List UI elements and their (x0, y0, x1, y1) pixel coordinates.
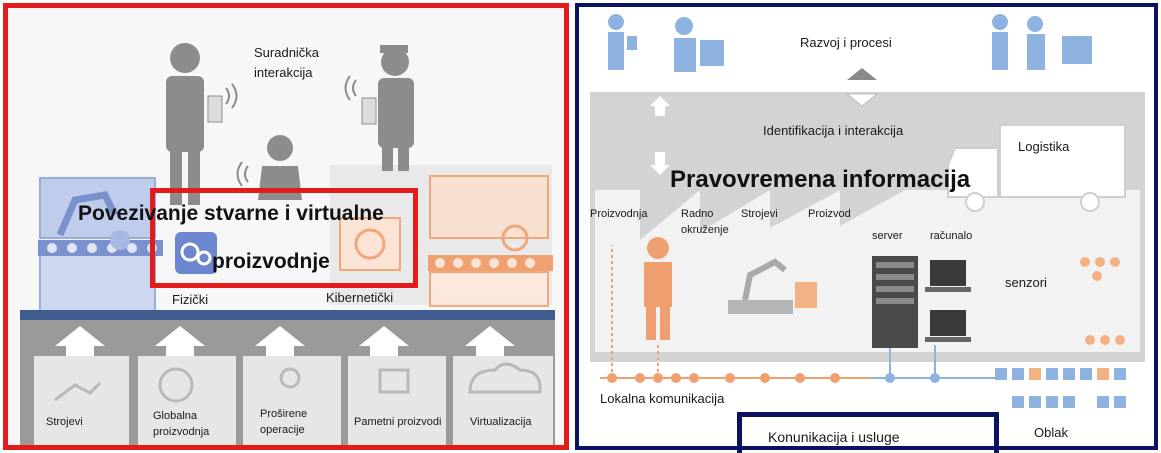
comm-services-label: Konunikacija i usluge (768, 429, 900, 445)
up-arrow-icon (650, 96, 670, 116)
computer-label: računalo (930, 230, 973, 242)
cloud-icon (468, 362, 542, 394)
center-highlight-frame (150, 188, 418, 288)
collab-label-line1: Suradnička (254, 45, 320, 60)
product-label: Proizvod (808, 208, 851, 220)
bottom-item-smart-products: Pametni proizvodi (354, 416, 442, 428)
robot-arm-icon (742, 258, 787, 301)
production-label: Proizvodnja (590, 208, 648, 220)
bottom-item-virtualization: Virtualizacija (470, 416, 532, 428)
machines-label: Strojevi (741, 208, 778, 220)
upward-arrow-icons (55, 326, 515, 360)
bottom-item-extended-line1: Proširene (260, 408, 308, 420)
product-icon (795, 282, 817, 308)
up-triangle-icon (847, 68, 877, 80)
cyber-label: Kibernetički (326, 290, 394, 305)
blue-network-line (870, 345, 1000, 383)
physical-label: Fizički (172, 292, 209, 307)
wireless-signal-icon (225, 75, 357, 187)
right-panel-frame (575, 3, 1158, 450)
down-triangle-icon (845, 93, 879, 107)
bottom-item-machines: Strojevi (46, 416, 83, 428)
bottom-item-global-line1: Globalna (153, 410, 198, 422)
services-frame (737, 412, 999, 453)
left-panel-art (4, 4, 569, 449)
operator-icon (279, 367, 301, 389)
main-title: Pravovremena informacija (670, 166, 971, 193)
server-label: server (872, 230, 903, 242)
smart-product-icon (378, 368, 410, 394)
globe-icon (158, 367, 194, 403)
bottom-item-extended-line2: operacije (260, 424, 305, 436)
bottom-item-global-line2: proizvodnja (153, 426, 210, 438)
down-arrow-icon (650, 152, 670, 175)
bottom-tiles (34, 356, 553, 446)
center-title-line1: Povezivanje stvarne i virtualne (78, 202, 384, 225)
identification-label: Identifikacija i interakcija (763, 123, 904, 138)
center-title-line2: proizvodnje (212, 250, 330, 273)
sensors-label: senzori (1005, 275, 1047, 290)
sensor-nodes-icon (1080, 257, 1125, 345)
laptop-icon (925, 260, 971, 342)
factory-sawtooth (640, 190, 905, 240)
orange-machine-icon (339, 175, 553, 307)
worker-icon (644, 237, 672, 340)
robot-arm-icon (54, 381, 102, 402)
local-comm-label: Lokalna komunikacija (600, 391, 725, 406)
factory-floor (595, 190, 1140, 352)
logistics-label: Logistika (1018, 139, 1070, 154)
left-panel-frame (3, 3, 569, 450)
top-label: Razvoj i procesi (800, 35, 892, 50)
truck-icon (947, 124, 1126, 212)
local-network-line (600, 245, 870, 383)
blue-people-icon (608, 14, 1092, 72)
server-icon (872, 256, 918, 348)
cloud-orange-nodes (1029, 368, 1109, 380)
work-env-line1: Radno (681, 208, 714, 220)
cloud-label: Oblak (1034, 425, 1068, 440)
work-env-line2: okruženje (681, 224, 729, 236)
bottom-tile-icons (54, 362, 542, 403)
right-panel-art (575, 4, 1157, 449)
person-with-cap-icon (361, 45, 414, 171)
collab-label-line2: interakcija (254, 65, 313, 80)
conveyor-icon (728, 300, 793, 314)
left-conveyor-band (20, 310, 555, 320)
